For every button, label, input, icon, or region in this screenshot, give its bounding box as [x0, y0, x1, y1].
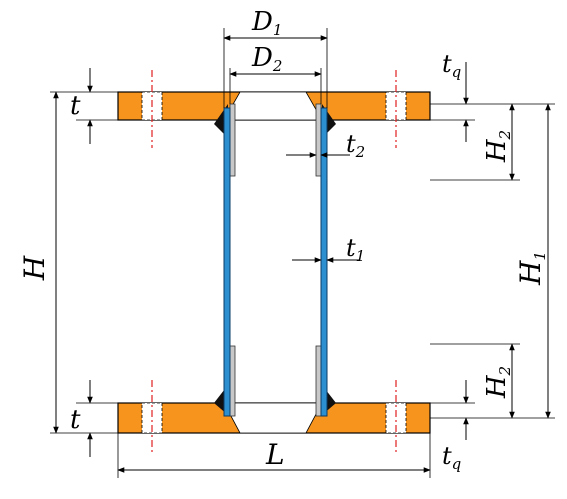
label-L: L	[265, 438, 285, 471]
bolt-hole	[385, 402, 407, 434]
liner-top-left	[229, 103, 236, 177]
top-flange-bore	[223, 91, 323, 121]
label-H1: H1	[514, 251, 549, 286]
liner-top-right	[315, 103, 322, 177]
label-tq-bottom: tq	[442, 442, 461, 473]
label-t1: t1	[346, 234, 365, 265]
label-D2: D2	[251, 43, 282, 75]
label-t-top: t	[70, 91, 81, 121]
label-H: H	[18, 255, 51, 281]
pipe-wall-right	[320, 107, 328, 417]
liner-bottom-left	[229, 345, 236, 417]
label-t2: t2	[346, 130, 365, 161]
label-H2-bottom: H2	[482, 366, 514, 399]
label-tq-top: tq	[442, 50, 461, 81]
label-t-bottom: t	[70, 405, 81, 435]
bolt-hole	[141, 402, 163, 434]
bottom-flange-bore	[223, 402, 323, 434]
label-H2-top: H2	[482, 130, 514, 163]
label-D1: D1	[251, 7, 282, 39]
pipe-wall-left	[223, 107, 231, 417]
liner-bottom-right	[315, 345, 322, 417]
